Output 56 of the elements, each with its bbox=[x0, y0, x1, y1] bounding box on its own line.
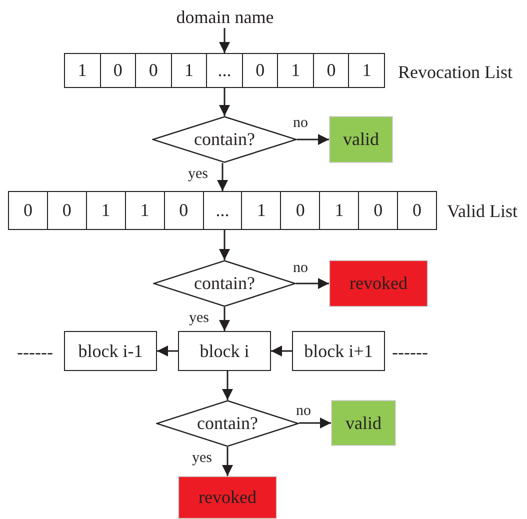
box-text: block i+1 bbox=[304, 340, 373, 362]
result-box bbox=[329, 116, 393, 163]
box-text: valid bbox=[343, 129, 379, 150]
bit-cell: 0 bbox=[312, 54, 348, 87]
arrow bbox=[296, 278, 329, 289]
arrow bbox=[297, 134, 329, 145]
bit-cell: 1 bbox=[277, 54, 313, 87]
result-box bbox=[331, 400, 396, 446]
result-box bbox=[178, 476, 277, 519]
arrow bbox=[219, 307, 230, 331]
box-text: block i bbox=[200, 340, 250, 362]
decision-text: contain? bbox=[194, 273, 255, 294]
bit-cell: 1 bbox=[86, 192, 125, 229]
arrow bbox=[219, 230, 230, 260]
arrow bbox=[217, 163, 228, 191]
continuation-dashes: ------ bbox=[17, 343, 53, 361]
block-box bbox=[178, 331, 271, 371]
bit-cell: 0 bbox=[46, 192, 86, 229]
bit-cell: 0 bbox=[135, 54, 171, 87]
bit-cell-text: 0 bbox=[22, 199, 34, 222]
bit-cell: 1 bbox=[348, 54, 384, 87]
box-text: revoked bbox=[198, 487, 256, 508]
continuation-dashes: ------ bbox=[392, 343, 428, 361]
decision-text: contain? bbox=[194, 129, 255, 150]
arrow bbox=[157, 346, 178, 356]
arrow bbox=[219, 88, 230, 116]
bit-cell: ... bbox=[206, 54, 242, 87]
bit-cell: 0 bbox=[358, 192, 398, 229]
bit-cell: 0 bbox=[397, 192, 436, 229]
bit-cell-text: 1 bbox=[76, 59, 88, 82]
arrow bbox=[299, 418, 331, 428]
bit-array bbox=[64, 53, 385, 88]
arrow bbox=[222, 371, 233, 400]
arrow bbox=[219, 28, 230, 53]
list-caption: Revocation List bbox=[398, 63, 512, 81]
bit-cell: 0 bbox=[242, 54, 278, 87]
box-text: revoked bbox=[350, 273, 408, 294]
input-label: domain name bbox=[176, 6, 274, 28]
bit-cell: 1 bbox=[170, 54, 206, 87]
bit-cell: 1 bbox=[319, 192, 358, 229]
bit-cell: 1 bbox=[124, 192, 164, 229]
bit-array bbox=[8, 191, 437, 230]
bit-cell: 0 bbox=[164, 192, 203, 229]
arrow bbox=[222, 447, 233, 476]
arrow bbox=[271, 346, 292, 356]
decision-text: contain? bbox=[197, 413, 258, 434]
bit-cell: 0 bbox=[100, 54, 136, 87]
list-caption: Valid List bbox=[447, 202, 518, 220]
bit-cell: 0 bbox=[280, 192, 320, 229]
box-text: block i-1 bbox=[78, 340, 143, 362]
block-box bbox=[292, 331, 385, 371]
block-box bbox=[64, 331, 157, 371]
bit-cell: ... bbox=[202, 192, 242, 229]
result-box bbox=[329, 260, 428, 307]
bit-cell: 1 bbox=[241, 192, 280, 229]
box-text: valid bbox=[346, 412, 382, 434]
